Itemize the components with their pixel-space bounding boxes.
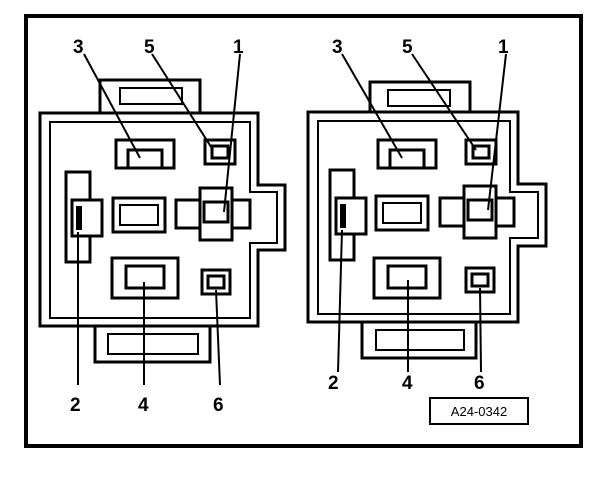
pin-5-contact <box>471 144 491 160</box>
label-pin-3: 3 <box>332 37 343 58</box>
connector-top-tab <box>368 80 472 112</box>
leader-1 <box>487 53 507 211</box>
center-slot-inner <box>382 202 422 224</box>
label-pin-2: 2 <box>328 373 339 394</box>
pin-5-contact <box>210 144 230 160</box>
pin-3-contact <box>126 148 164 170</box>
center-slot <box>374 194 430 232</box>
connector-inner-outline <box>317 120 539 315</box>
connector-bottom-tab <box>360 322 478 360</box>
center-slot-inner <box>119 204 159 226</box>
leader-2 <box>337 229 343 373</box>
label-pin-4: 4 <box>402 373 413 394</box>
bottom-tab-slot <box>107 333 199 355</box>
pin-3-contact <box>388 148 426 170</box>
leader-3 <box>83 53 141 159</box>
leader-5 <box>411 53 477 151</box>
label-pin-5: 5 <box>402 37 413 58</box>
connector-inner-outline <box>49 121 278 319</box>
pin-1-contact <box>202 200 230 224</box>
center-slot <box>111 196 167 234</box>
label-pin-4: 4 <box>138 395 149 416</box>
pin-2-blade <box>76 206 82 230</box>
connector-body <box>38 111 287 328</box>
reference-code-box <box>429 397 529 425</box>
leader-3 <box>341 53 403 159</box>
pin-1-contact <box>466 198 494 222</box>
diagram-frame <box>24 14 583 448</box>
connector-bottom-tab <box>93 326 212 364</box>
label-pin-6: 6 <box>474 373 485 394</box>
connector-right: 3 5 1 2 4 6 <box>306 37 548 394</box>
pin-6-contact <box>470 272 490 288</box>
pin-2-blade <box>340 204 346 228</box>
connector-left: 3 5 1 2 4 6 <box>38 37 287 416</box>
reference-code: A24-0342 <box>451 404 507 419</box>
leader-6 <box>479 287 482 373</box>
label-pin-1: 1 <box>233 37 244 58</box>
label-pin-2: 2 <box>70 395 81 416</box>
pin-6-contact <box>206 274 226 290</box>
label-pin-5: 5 <box>144 37 155 58</box>
leader-5 <box>151 53 214 151</box>
bottom-tab-slot <box>375 329 465 351</box>
leader-6 <box>215 289 221 386</box>
leader-1 <box>223 53 241 213</box>
label-pin-1: 1 <box>498 37 509 58</box>
top-tab-slot <box>119 87 183 105</box>
connector-body <box>306 110 548 324</box>
label-pin-3: 3 <box>73 37 84 58</box>
label-pin-6: 6 <box>213 395 224 416</box>
connector-top-tab <box>98 78 202 113</box>
top-tab-slot <box>387 89 451 107</box>
